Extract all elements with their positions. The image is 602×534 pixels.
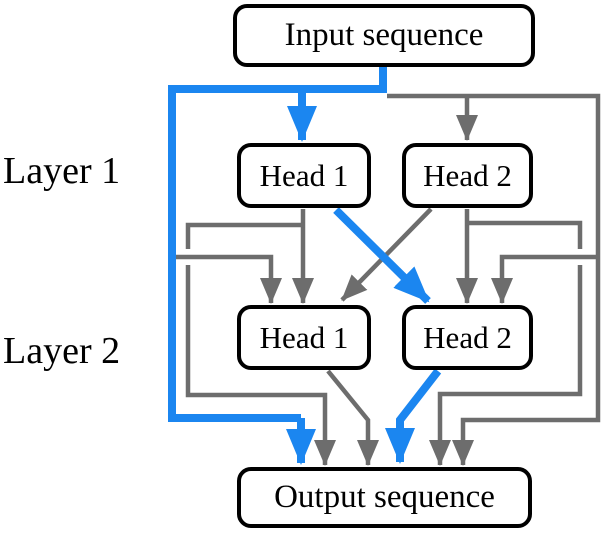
node-layer2-head2: Head 2 xyxy=(402,305,533,370)
edge-l1h2-skip-right-to-output xyxy=(429,265,583,466)
node-layer1-head2-label: Head 2 xyxy=(423,157,512,193)
node-layer2-head1: Head 1 xyxy=(237,305,371,370)
edge-l2h1-to-output xyxy=(326,369,379,466)
node-layer1-head1-label: Head 1 xyxy=(259,157,349,193)
edge-input-to-l2h2 xyxy=(491,254,598,304)
node-input-sequence-label: Input sequence xyxy=(284,17,484,53)
edge-input-skip-right-to-output xyxy=(387,93,601,466)
layer-2-label: Layer 2 xyxy=(3,330,121,372)
node-input-sequence: Input sequence xyxy=(233,4,535,67)
gray-edges xyxy=(175,93,601,466)
node-layer2-head2-label: Head 2 xyxy=(423,319,512,355)
node-output-sequence-label: Output sequence xyxy=(274,479,495,515)
layer-1-label: Layer 1 xyxy=(3,150,121,192)
highlighted-edges xyxy=(168,66,442,465)
node-layer2-head1-label: Head 1 xyxy=(259,319,349,355)
node-output-sequence: Output sequence xyxy=(237,467,532,528)
edge-l1h2-skip-right-upper xyxy=(465,220,583,249)
edge-l2h2-to-output-highlight xyxy=(385,368,442,464)
edge-l1h1-skip-left-upper xyxy=(185,222,305,249)
node-layer1-head2: Head 2 xyxy=(402,143,533,208)
edge-l1h1-to-l2h2-highlight xyxy=(333,207,431,304)
edge-input-residual-left-highlight xyxy=(168,66,387,422)
node-layer1-head1: Head 1 xyxy=(237,143,371,208)
edge-input-to-l2h1 xyxy=(175,254,282,304)
edge-l1h1-skip-left-to-output xyxy=(185,265,336,466)
